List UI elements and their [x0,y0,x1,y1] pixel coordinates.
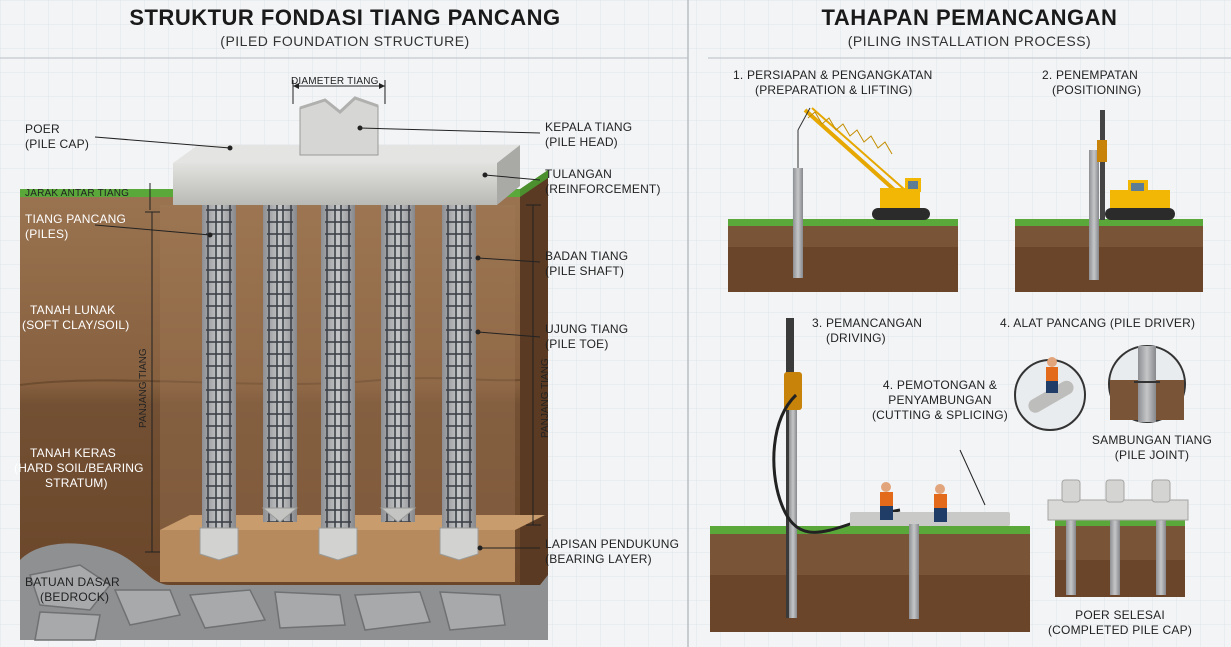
step2-illustration [1015,110,1203,292]
step3-title: 3. PEMANCANGAN [812,316,923,330]
label-panjang-right: PANJANG TIANG [540,358,551,438]
joint-title: SAMBUNGAN TIANG [1091,433,1213,447]
piles-group [199,205,479,561]
left-subtitle: (PILED FOUNDATION STRUCTURE) [220,33,470,49]
foundation-section [19,80,548,641]
label-ujung-en: (PILE TOE) [545,337,609,351]
pile-toe-2 [261,507,299,523]
right-subtitle: (PILING INSTALLATION PROCESS) [847,33,1092,49]
step4-cutting-title: 4. PEMOTONGAN & [882,378,998,392]
label-keras-en2: STRATUM) [45,476,108,490]
rebar-ties [385,205,411,522]
rebar-ties [446,205,472,528]
right-title: TAHAPAN PEMANCANGAN [821,5,1118,30]
label-poer: POER [25,122,60,136]
label-batuan-en: (BEDROCK) [40,590,110,604]
label-badan: BADAN TIANG [545,249,629,263]
label-batuan: BATUAN DASAR [25,575,120,589]
step5-illustration [1047,479,1189,597]
step2-title: 2. PENEMPATAN [1042,68,1138,82]
done-title-en: (COMPLETED PILE CAP) [1047,623,1193,637]
step2-title-en: (POSITIONING) [1052,83,1142,97]
label-panjang-left: PANJANG TIANG [138,348,149,428]
label-jarak: JARAK ANTAR TIANG [25,188,130,199]
label-keras-en1: (HARD SOIL/BEARING [14,461,144,475]
label-diameter: DIAMETER TIANG [291,76,379,87]
pile-toe-5 [439,527,479,561]
rebar-ties [267,205,293,522]
label-lunak: TANAH LUNAK [30,303,116,317]
step1-title: 1. PERSIAPAN & PENGANGKATAN [733,68,933,82]
step3-title-en: (DRIVING) [826,331,886,345]
label-tiang-en: (PILES) [25,227,69,241]
label-pendukung: LAPISAN PENDUKUNG [545,537,680,551]
label-tulangan-en: (REINFORCEMENT) [545,182,661,196]
label-poer-en: (PILE CAP) [25,137,90,151]
rebar-ties [206,205,232,528]
joint-title-en: (PILE JOINT) [1114,448,1190,462]
label-lunak-en: (SOFT CLAY/SOIL) [22,318,130,332]
step4-cutting-title-en: (CUTTING & SPLICING) [871,408,1008,422]
step4-cutting-title-2: PENYAMBUNGAN [888,393,992,407]
step1-illustration [728,107,958,292]
label-tulangan: TULANGAN [545,167,612,181]
pile-toe-3 [318,527,358,561]
step4-driver-title: 4. ALAT PANCANG (PILE DRIVER) [1000,316,1196,330]
label-keras: TANAH KERAS [30,446,116,460]
label-ujung: UJUNG TIANG [545,322,629,336]
step1-title-en: (PREPARATION & LIFTING) [755,83,913,97]
rebar-ties [325,205,351,528]
done-title: POER SELESAI [1075,608,1165,622]
step4-illustration [1014,345,1186,431]
step3-illustration [710,318,1030,632]
left-title: STRUKTUR FONDASI TIANG PANCANG [129,5,561,30]
pile-toe-4 [379,507,417,523]
label-kepala-en: (PILE HEAD) [545,135,618,149]
label-tiang: TIANG PANCANG [25,212,127,226]
label-pendukung-en: (BEARING LAYER) [545,552,652,566]
pile-toe-1 [199,527,239,561]
label-badan-en: (PILE SHAFT) [545,264,625,278]
label-kepala: KEPALA TIANG [545,120,633,134]
